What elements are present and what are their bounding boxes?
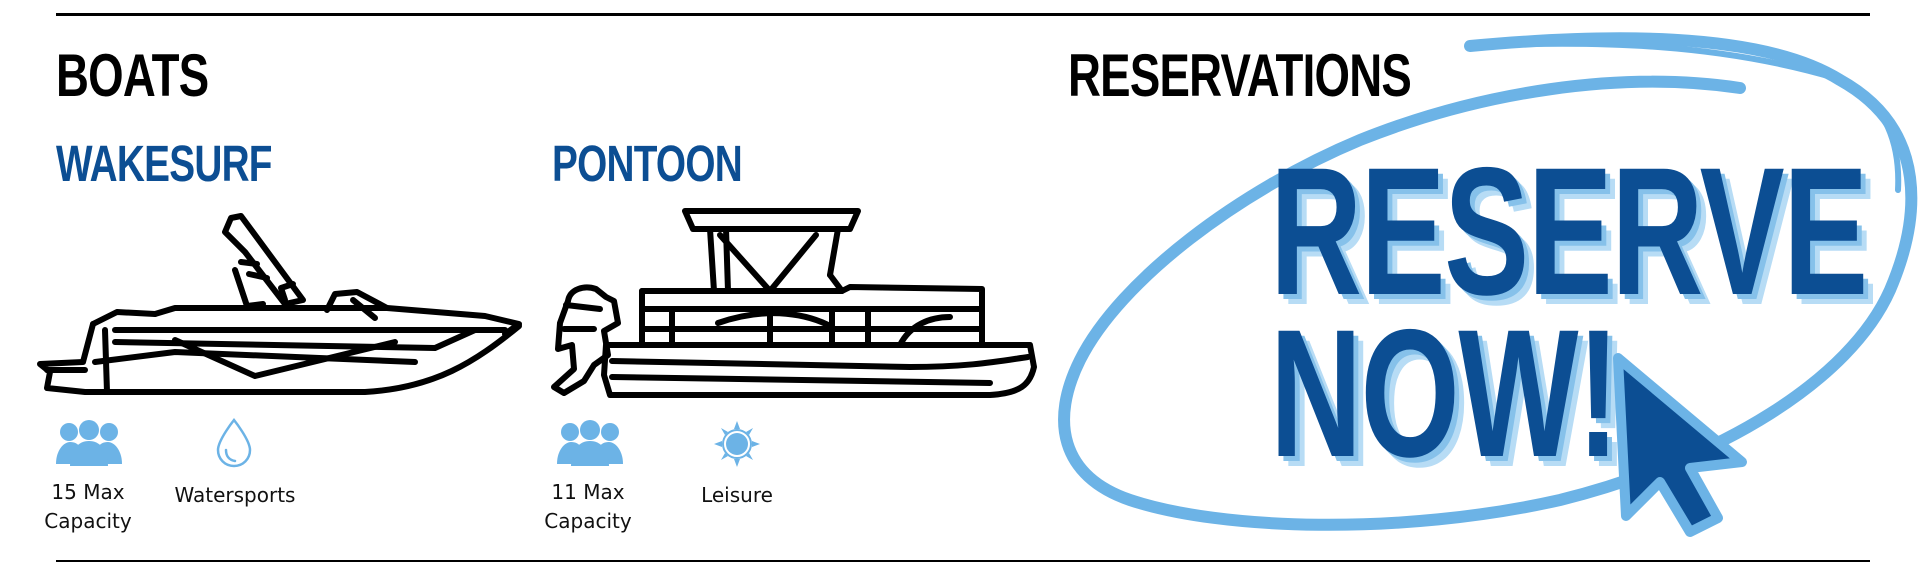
reserve-now-line-1[interactable]: RESERVE <box>1270 129 1868 333</box>
wakesurf-capacity-label: 15 Max Capacity <box>44 480 132 533</box>
sun-icon <box>714 421 760 467</box>
pontoon-title: PONTOON <box>552 135 743 192</box>
wakesurf-boat-illustration <box>37 213 522 395</box>
bottom-divider <box>56 560 1870 562</box>
boats-heading: BOATS <box>56 42 209 109</box>
wakesurf-activity-label: Watersports <box>174 483 296 507</box>
people-group-icon <box>557 420 623 466</box>
top-divider <box>56 13 1870 16</box>
reserve-now-line-2[interactable]: NOW! <box>1270 291 1620 495</box>
wakesurf-title: WAKESURF <box>56 135 272 192</box>
pontoon-activity-label: Leisure <box>701 483 773 507</box>
people-group-icon <box>56 420 122 466</box>
pontoon-boat-illustration <box>551 208 1037 398</box>
pontoon-capacity-label: 11 Max Capacity <box>544 480 632 533</box>
reservations-heading: RESERVATIONS <box>1068 42 1412 109</box>
water-drop-icon <box>216 418 252 468</box>
